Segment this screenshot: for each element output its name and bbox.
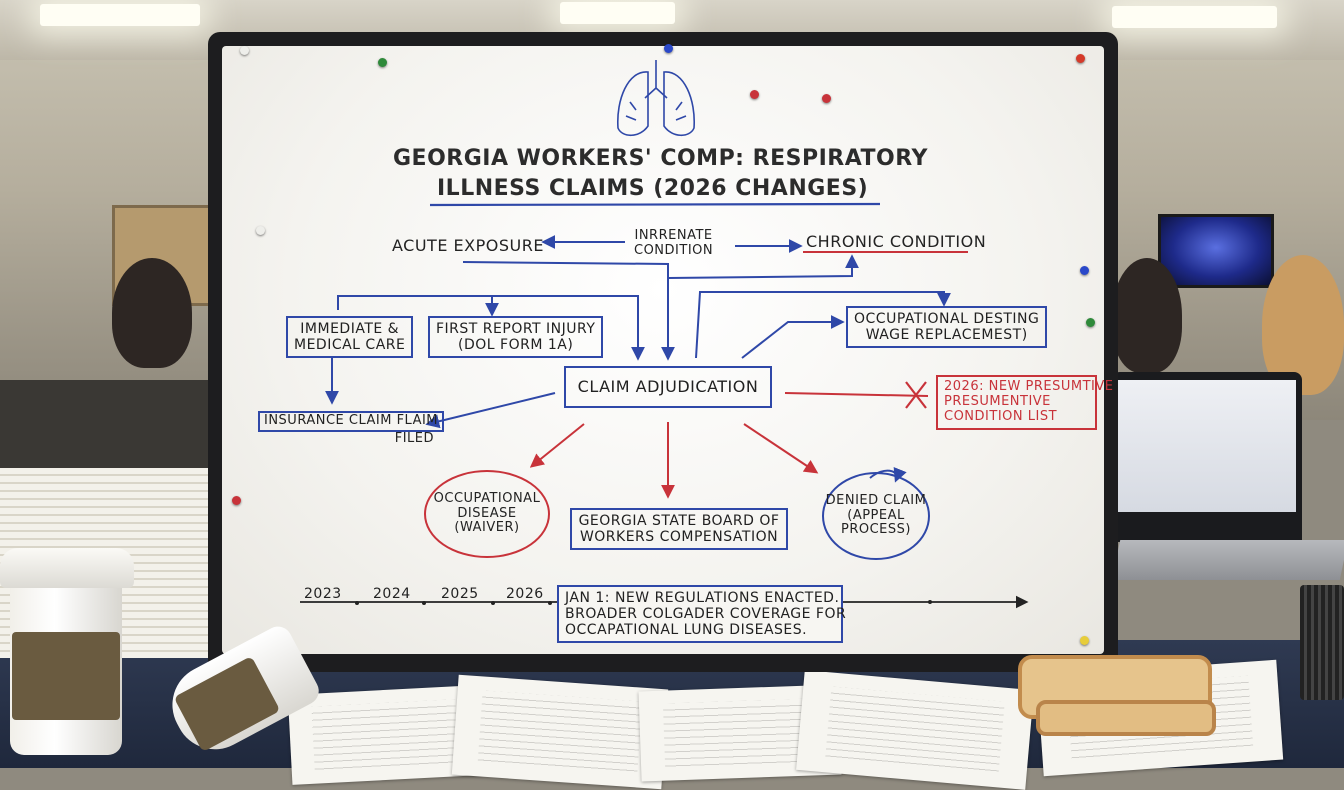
intermediate-condition-label: INRRENATE CONDITION xyxy=(634,228,714,259)
magnet xyxy=(378,58,387,67)
timeline-note-box: JAN 1: NEW REGULATIONS ENACTED. BROADER … xyxy=(557,585,847,644)
background-person xyxy=(1112,258,1182,373)
magnet xyxy=(1076,54,1085,63)
timeline-note-line3: OCCAPATIONAL LUNG DISEASES. xyxy=(565,622,808,639)
background-person xyxy=(112,258,192,368)
claim-adjudication-box: CLAIM ADJUDICATION xyxy=(564,366,772,408)
state-board-line1: GEORGIA STATE BOARD OF xyxy=(578,513,780,529)
magnet xyxy=(750,90,759,99)
magnet xyxy=(1080,636,1089,645)
pen-holder xyxy=(1300,585,1344,700)
wall-tv xyxy=(1158,214,1274,288)
magnet xyxy=(240,46,249,55)
magnet xyxy=(1080,266,1089,275)
first-report-line1: FIRST REPORT INJURY xyxy=(436,321,596,337)
denied-line2: (APPEAL xyxy=(847,507,905,523)
title-underline xyxy=(429,202,881,207)
magnet xyxy=(664,44,673,53)
office-scene: GEORGIA WORKERS' COMP: RESPIRATORY ILLNE… xyxy=(0,0,1344,768)
presumptive-line1: 2026: NEW PRESUMTIVE xyxy=(944,379,1114,394)
chronic-condition-label: CHRONIC CONDITION xyxy=(806,232,987,251)
background-person xyxy=(1262,255,1344,395)
magnet xyxy=(822,94,831,103)
state-board-box: GEORGIA STATE BOARD OF WORKERS COMPENSAT… xyxy=(570,508,788,551)
presumptive-line3: CONDITION LIST xyxy=(944,408,1058,424)
coffee-cup-lid xyxy=(0,548,134,588)
board-title-line1: GEORGIA WORKERS' COMP: RESPIRATORY xyxy=(393,146,928,171)
presumptive-line2: PRESUMENTIVE xyxy=(944,393,1051,409)
ceiling-light xyxy=(40,4,200,26)
magnet xyxy=(232,496,241,505)
timeline-year: 2025 xyxy=(441,586,479,602)
magnet xyxy=(256,226,265,235)
occupational-wage-box: OCCUPATIONAL DESTING WAGE REPLACEMEST) xyxy=(846,306,1048,349)
denied-line1: DENIED CLAIM xyxy=(825,492,927,508)
coffee-cup-sleeve xyxy=(12,632,120,720)
occupational-disease-oval: OCCUPATIONAL DISEASE (WAIVER) xyxy=(424,470,550,558)
insurance-line2: FILED xyxy=(394,430,435,446)
denied-line3: PROCESS) xyxy=(841,522,911,538)
timeline-year: 2026 xyxy=(506,586,544,602)
immediate-line1: IMMEDIATE & xyxy=(300,321,400,337)
ceiling-light xyxy=(560,2,675,24)
laptop-screen xyxy=(1118,380,1296,512)
occupational-line1: OCCUPATIONAL DESTING xyxy=(854,311,1040,327)
magnet xyxy=(1086,318,1095,327)
insurance-claim-label: INSURANCE CLAIM FLAIM FILED xyxy=(258,411,445,447)
immediate-line2: MEDICAL CARE xyxy=(294,337,406,354)
timeline-note-line1: JAN 1: NEW REGULATIONS ENACTED. xyxy=(565,590,840,606)
disease-line3: (WAIVER) xyxy=(454,520,520,536)
bread-slice xyxy=(1036,700,1216,736)
first-report-box: FIRST REPORT INJURY (DOL FORM 1A) xyxy=(428,316,604,359)
acute-exposure-label: ACUTE EXPOSURE xyxy=(392,236,544,255)
lungs-icon xyxy=(617,60,695,137)
occupational-line2: WAGE REPLACEMEST) xyxy=(865,327,1028,344)
intermediate-line1: INRRENATE xyxy=(634,228,713,243)
timeline-year: 2023 xyxy=(304,586,342,602)
insurance-line1: INSURANCE CLAIM FLAIM xyxy=(258,411,445,432)
presumptive-condition-box: 2026: NEW PRESUMTIVE PRESUMENTIVE CONDIT… xyxy=(936,375,1114,430)
intermediate-line2: CONDITION xyxy=(634,242,714,258)
ceiling-light xyxy=(1112,6,1277,28)
state-board-line2: WORKERS COMPENSATION xyxy=(579,529,779,546)
disease-line2: DISEASE xyxy=(457,505,517,521)
disease-line1: OCCUPATIONAL xyxy=(433,490,541,506)
immediate-care-box: IMMEDIATE & MEDICAL CARE xyxy=(286,316,414,359)
denied-claim-oval: DENIED CLAIM (APPEAL PROCESS) xyxy=(822,472,930,560)
timeline-year: 2024 xyxy=(373,586,411,602)
first-report-line2: (DOL FORM 1A) xyxy=(458,337,574,354)
board-title-line2: ILLNESS CLAIMS (2026 CHANGES) xyxy=(437,176,869,201)
timeline-note-line2: BROADER COLGADER COVERAGE FOR xyxy=(565,606,847,623)
